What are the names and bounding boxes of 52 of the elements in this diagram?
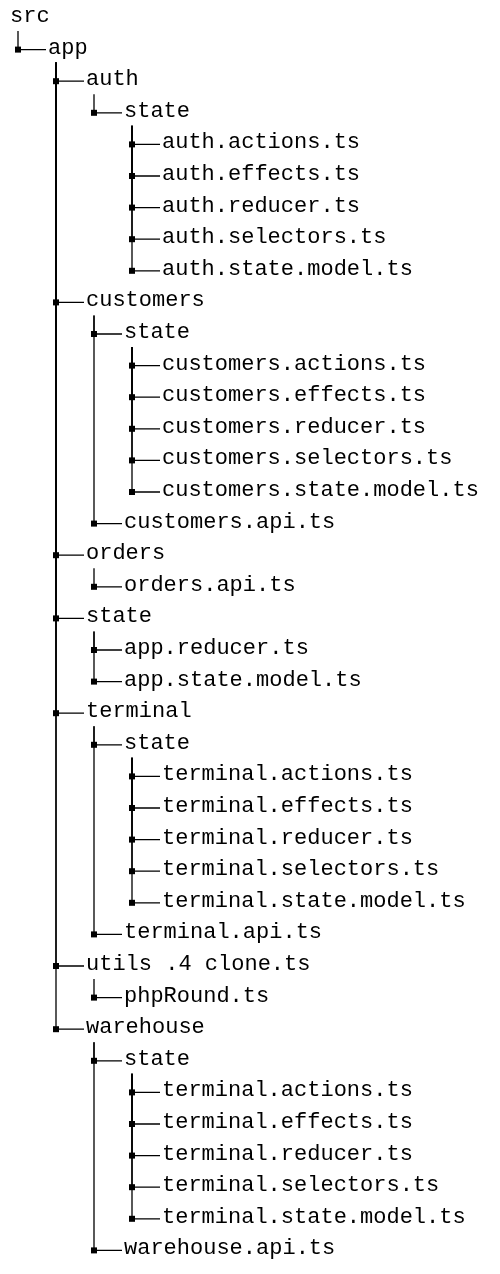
file-name: auth.effects.ts: [162, 161, 361, 189]
file-name: customers.state.model.ts: [162, 477, 479, 505]
tree-connector: [131, 757, 161, 904]
file-name: warehouse.api.ts: [124, 1235, 336, 1264]
file-name: terminal.effects.ts: [162, 793, 413, 821]
folder-name: orders: [86, 540, 166, 569]
tree-connector: [93, 1041, 123, 1252]
folder-name: src: [10, 3, 50, 31]
folder-name: app: [48, 34, 88, 63]
folder-name: terminal: [86, 698, 192, 727]
file-name: auth.state.model.ts: [162, 255, 413, 284]
folder-name: state: [124, 319, 190, 347]
file-name: phpRound.ts: [124, 982, 270, 1011]
tree-connector: [17, 30, 47, 51]
tree-connector: [93, 93, 123, 114]
folder-name: utils .4 clone.ts: [86, 951, 311, 979]
file-name: terminal.reducer.ts: [162, 1140, 413, 1169]
file-name: customers.effects.ts: [162, 382, 427, 411]
folder-name: state: [124, 729, 190, 758]
file-name: terminal.state.model.ts: [162, 1203, 466, 1232]
tree-connector: [93, 978, 123, 999]
folder-name: state: [124, 97, 190, 126]
file-name: auth.reducer.ts: [162, 192, 361, 221]
file-name: terminal.reducer.ts: [162, 824, 413, 853]
folder-name: state: [86, 603, 152, 632]
file-name: customers.api.ts: [124, 508, 336, 537]
file-name: terminal.actions.ts: [162, 1077, 413, 1106]
tree-connector: [93, 314, 123, 525]
tree-connector: [93, 567, 123, 588]
file-name: terminal.state.model.ts: [162, 887, 466, 916]
file-name: terminal.api.ts: [124, 919, 323, 948]
file-name: auth.actions.ts: [162, 129, 361, 158]
tree-connector: [93, 630, 123, 683]
tree-connector: [131, 1073, 161, 1220]
file-name: auth.selectors.ts: [162, 224, 387, 253]
file-name: terminal.selectors.ts: [162, 1172, 440, 1201]
file-name: terminal.selectors.ts: [162, 856, 440, 885]
tree-connector: [93, 725, 123, 936]
tree-connector: [131, 346, 161, 493]
file-name: terminal.effects.ts: [162, 1109, 413, 1137]
file-name: customers.selectors.ts: [162, 445, 453, 474]
folder-name: state: [124, 1045, 190, 1074]
file-name: orders.api.ts: [124, 571, 296, 600]
file-name: terminal.actions.ts: [162, 761, 413, 790]
file-name: app.reducer.ts: [124, 635, 309, 663]
file-name: customers.reducer.ts: [162, 413, 427, 442]
folder-name: auth: [86, 66, 139, 95]
folder-name: warehouse: [86, 1014, 205, 1043]
file-name: customers.actions.ts: [162, 350, 427, 379]
folder-name: customers: [86, 287, 205, 316]
tree-connector: [131, 125, 161, 272]
file-name: app.state.model.ts: [124, 666, 362, 695]
